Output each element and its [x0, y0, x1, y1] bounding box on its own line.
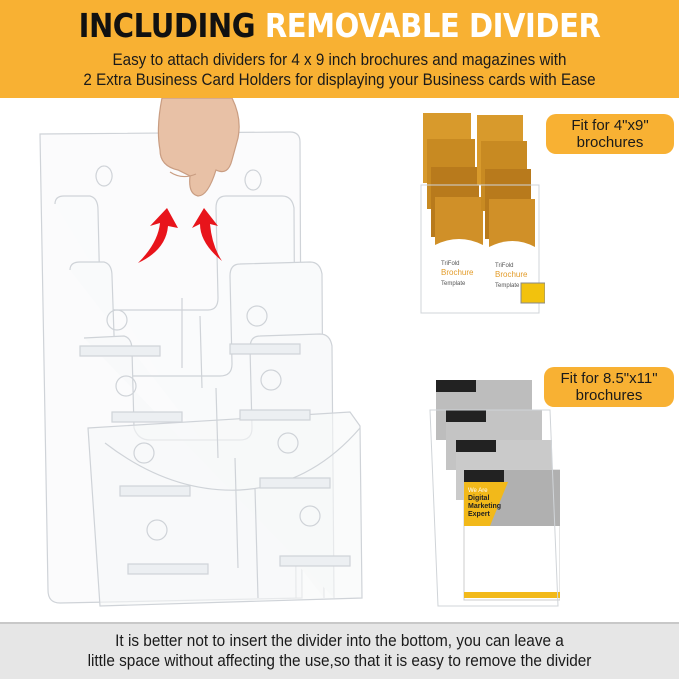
svg-text:Brochure: Brochure: [495, 270, 528, 279]
svg-text:TriFold: TriFold: [495, 263, 513, 269]
business-card: [520, 282, 545, 304]
svg-text:Marketing: Marketing: [468, 503, 501, 510]
footer-note: It is better not to insert the divider i…: [0, 622, 679, 679]
headline: INCLUDING REMOVABLE DIVIDER: [41, 6, 639, 46]
fit-4x9-callout: Fit for 4"x9" brochures: [546, 114, 674, 154]
brochure-holder-illustration: [39, 98, 363, 607]
svg-text:Brochure: Brochure: [441, 268, 474, 277]
brochure-stack-right: TriFold Brochure Template: [477, 115, 535, 307]
svg-text:Digital: Digital: [468, 495, 489, 502]
headline-light: REMOVABLE DIVIDER: [264, 6, 601, 45]
arrow-up-right-icon: [192, 208, 222, 261]
subheadline-line-1: Easy to attach dividers for 4 x 9 inch b…: [112, 51, 567, 69]
footer-line-1: It is better not to insert the divider i…: [115, 632, 564, 650]
brochure-stack-left: TriFold Brochure Template: [423, 113, 483, 307]
fit-8x11-callout: Fit for 8.5"x11" brochures: [544, 367, 674, 407]
footer-line-2: little space without affecting the use,s…: [87, 652, 592, 670]
svg-text:Template: Template: [495, 283, 520, 289]
brochure-4x9-thumbnail: TriFold Brochure Template TriFold Brochu…: [420, 113, 545, 314]
svg-text:TriFold: TriFold: [441, 261, 459, 267]
svg-text:Expert: Expert: [468, 511, 490, 518]
subheadline-line-2: 2 Extra Business Card Holders for displa…: [83, 71, 596, 89]
header-banner: INCLUDING REMOVABLE DIVIDER Easy to atta…: [0, 0, 679, 98]
headline-dark: INCLUDING: [78, 6, 256, 45]
arrow-up-left-icon: [138, 208, 178, 263]
svg-text:Template: Template: [441, 281, 466, 287]
brochure-8x11-thumbnail: We Are Digital Marketing Expert: [429, 380, 560, 607]
subheadline: Easy to attach dividers for 4 x 9 inch b…: [27, 50, 652, 90]
svg-text:We Are: We Are: [468, 488, 488, 494]
